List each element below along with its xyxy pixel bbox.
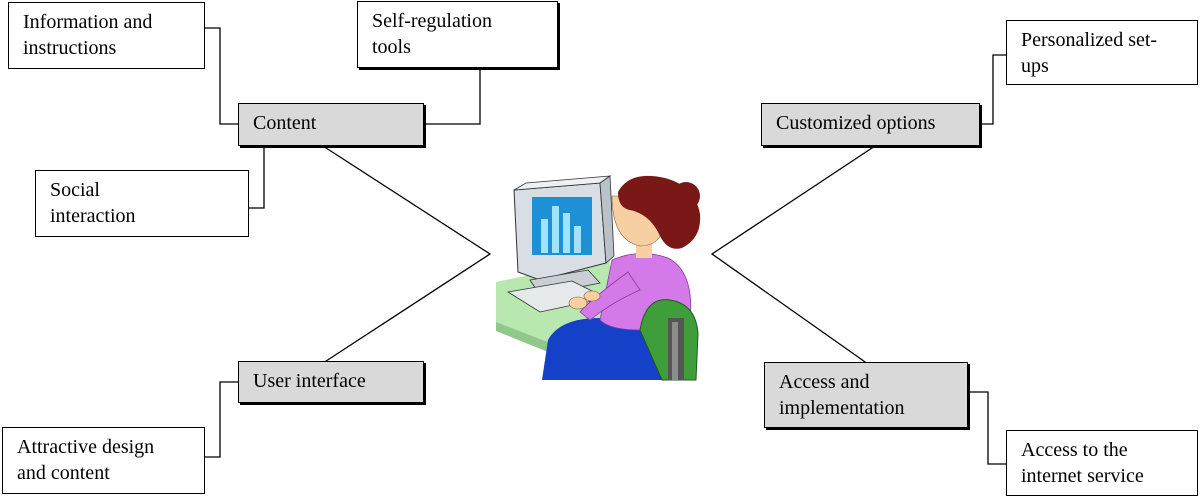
node-social-line2: interaction (50, 205, 136, 227)
node-customized-options: Customized options (761, 103, 980, 146)
elbow-connectors (205, 27, 1006, 465)
node-attractive-design: Attractive design and content (2, 427, 205, 494)
node-access-implementation-line1: Access and (779, 371, 870, 393)
center-connectors (319, 145, 876, 366)
node-access-implementation: Access and implementation (764, 362, 968, 428)
connector-selfreg (424, 68, 481, 125)
node-personalized-setups: Personalized set- ups (1006, 20, 1198, 85)
node-internet-line1: Access to the (1021, 439, 1128, 461)
connector-options-to-user (710, 145, 876, 365)
node-customized-options-label: Customized options (776, 112, 936, 134)
node-information-line2: instructions (23, 37, 117, 59)
node-social-interaction: Social interaction (35, 170, 249, 237)
node-attractive-line1: Attractive design (17, 436, 155, 458)
computer-user-clipart (496, 175, 701, 381)
node-self-regulation-tools: Self-regulation tools (357, 1, 558, 68)
connector-social (249, 146, 265, 209)
node-internet-line2: internet service (1021, 465, 1144, 487)
node-personalized-line2: ups (1021, 55, 1049, 77)
node-social-line1: Social (50, 179, 100, 201)
connector-content-to-user (319, 145, 492, 366)
node-information-line1: Information and (23, 11, 153, 33)
connector-info (205, 27, 238, 125)
node-user-interface-label: User interface (253, 370, 366, 392)
node-internet-access: Access to the internet service (1006, 430, 1198, 496)
node-access-implementation-line2: implementation (779, 397, 905, 419)
node-information-instructions: Information and instructions (8, 2, 205, 69)
node-self-regulation-line1: Self-regulation (372, 10, 492, 32)
node-content: Content (238, 103, 424, 146)
node-personalized-line1: Personalized set- (1021, 29, 1158, 51)
connector-personalized (980, 54, 1006, 125)
node-self-regulation-line2: tools (372, 36, 411, 58)
connector-attractive (205, 381, 238, 458)
node-user-interface: User interface (238, 361, 424, 403)
node-content-label: Content (253, 112, 317, 134)
connector-internet (968, 391, 1006, 465)
node-attractive-line2: and content (17, 462, 110, 484)
